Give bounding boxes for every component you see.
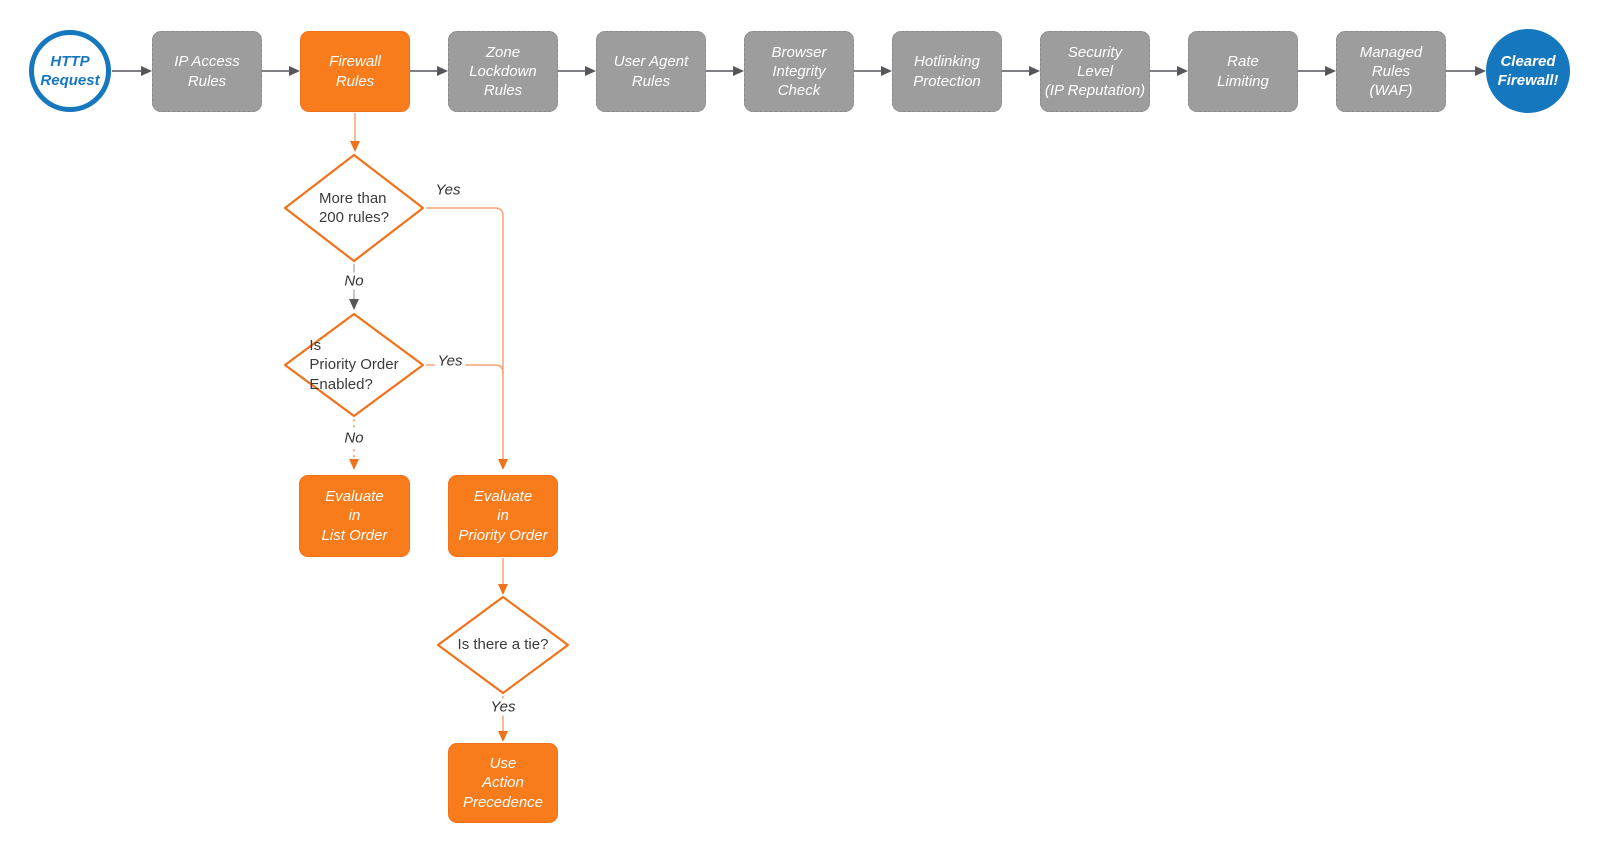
node-hotlinking-protection: Hotlinking Protection <box>892 31 1002 112</box>
zone-lockdown-rules-label: Zone Lockdown Rules <box>469 43 537 100</box>
decision-diamond-shape <box>283 153 425 263</box>
user-agent-rules-label: User Agent Rules <box>613 53 689 90</box>
rate-limiting-label: Rate Limiting <box>1217 53 1269 90</box>
decision-priority-order-enabled: Is Priority Order Enabled? <box>283 312 425 418</box>
action-evaluate-list-order: Evaluate in List Order <box>299 475 410 557</box>
priority-enabled-label: Is Priority Order Enabled? <box>309 337 399 393</box>
managed-rules-waf-label: Managed Rules (WAF) <box>1359 43 1423 100</box>
edge-label-priority-no: No <box>341 429 367 447</box>
decision-diamond-shape <box>283 312 425 418</box>
evaluate-list-order-label: Evaluate in List Order <box>321 488 388 544</box>
decision-diamond-shape <box>436 595 570 695</box>
action-use-action-precedence: Use Action Precedence <box>448 743 558 823</box>
hotlinking-protection-label: Hotlinking Protection <box>913 53 981 90</box>
cleared-firewall-label: Cleared Firewall! <box>1497 52 1559 89</box>
ip-access-rules-label: IP Access Rules <box>174 53 240 90</box>
node-browser-integrity-check: Browser Integrity Check <box>744 31 854 112</box>
action-evaluate-priority-order: Evaluate in Priority Order <box>448 475 558 557</box>
edge-label-more-rules-no: No <box>341 272 367 290</box>
browser-integrity-check-label: Browser Integrity Check <box>771 43 827 100</box>
decision-is-there-a-tie: Is there a tie? <box>436 595 570 695</box>
firewall-rules-label: Firewall Rules <box>329 53 381 90</box>
use-action-precedence-label: Use Action Precedence <box>462 755 544 811</box>
node-rate-limiting: Rate Limiting <box>1188 31 1298 112</box>
node-cleared-firewall: Cleared Firewall! <box>1486 29 1570 113</box>
node-firewall-rules: Firewall Rules <box>300 31 410 112</box>
evaluate-priority-order-label: Evaluate in Priority Order <box>458 488 548 544</box>
tie-label: Is there a tie? <box>457 636 549 654</box>
node-ip-access-rules: IP Access Rules <box>152 31 262 112</box>
node-zone-lockdown-rules: Zone Lockdown Rules <box>448 31 558 112</box>
edge-label-tie-yes: Yes <box>487 698 519 716</box>
edge-label-priority-yes: Yes <box>434 352 466 370</box>
http-request-label: HTTP Request <box>40 52 100 89</box>
node-security-level: Security Level (IP Reputation) <box>1040 31 1150 112</box>
more-rules-label: More than 200 rules? <box>318 189 390 226</box>
node-user-agent-rules: User Agent Rules <box>596 31 706 112</box>
security-level-label: Security Level (IP Reputation) <box>1044 43 1146 100</box>
decision-more-than-200-rules: More than 200 rules? <box>283 153 425 263</box>
node-managed-rules-waf: Managed Rules (WAF) <box>1336 31 1446 112</box>
edge-label-more-rules-yes: Yes <box>432 181 464 199</box>
node-http-request: HTTP Request <box>29 30 111 112</box>
